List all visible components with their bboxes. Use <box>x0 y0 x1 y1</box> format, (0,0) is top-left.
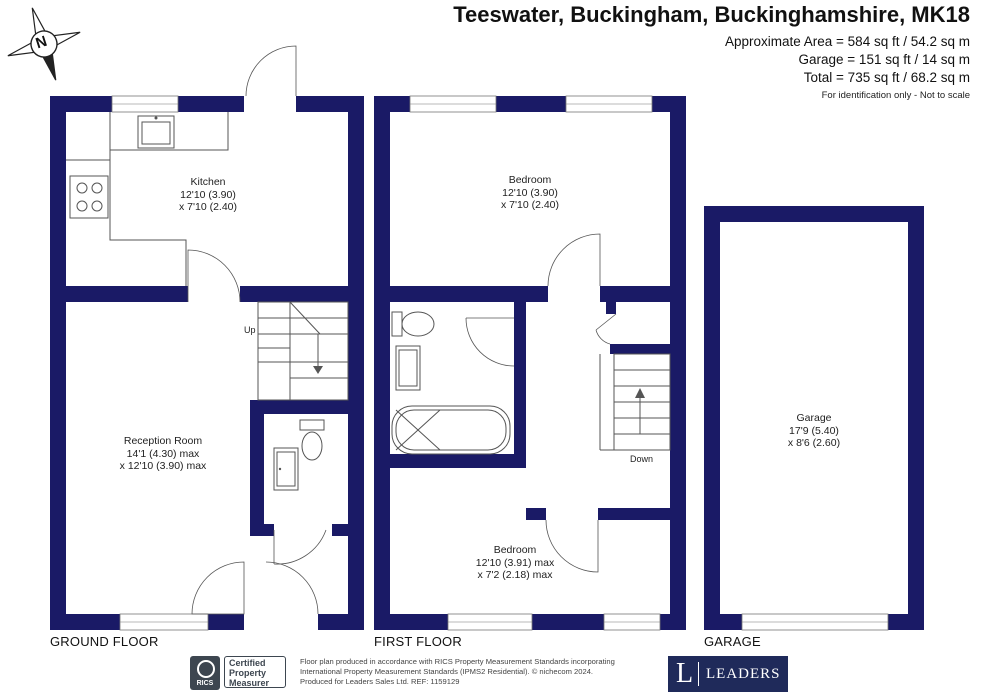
ground-south-wall-east <box>318 614 364 630</box>
kitchen-label: Kitchen 12'10 (3.90) x 7'10 (2.40) <box>179 176 237 214</box>
first-west-wall <box>374 96 390 630</box>
wc-door <box>273 529 327 565</box>
bathroom-south-wall <box>390 454 526 468</box>
bedroom2-door <box>545 519 599 573</box>
bathroom-east-wall <box>514 302 526 466</box>
garage-south-wall-west <box>704 614 742 630</box>
leaders-wordmark: LEADERS <box>706 666 781 682</box>
stairs-down-label: Down <box>630 454 654 464</box>
scale-note: For identification only - Not to scale <box>821 90 970 101</box>
kitchen-name: Kitchen <box>190 176 226 188</box>
bathroom-toilet-icon <box>401 311 435 337</box>
leaders-mark: L <box>676 658 694 689</box>
bedroom1-dim2: x 7'10 (2.40) <box>500 199 560 211</box>
first-east-wall <box>670 96 686 630</box>
kitchen-hob-icon <box>69 175 109 219</box>
kitchen-counter-top <box>109 112 229 160</box>
bedroom2-wall-west <box>526 508 546 520</box>
wc-west-wall <box>250 400 264 530</box>
kitchen-sink-icon <box>137 115 175 149</box>
rics-logo-text: RICS <box>196 680 214 687</box>
footer-disclaimer: Floor plan produced in accordance with R… <box>300 657 680 687</box>
page-title: Teeswater, Buckingham, Buckinghamshire, … <box>453 2 970 27</box>
total-area: Total = 735 sq ft / 68.2 sq m <box>803 70 970 85</box>
badge-line-2: Property <box>229 668 267 678</box>
bedroom2-name: Bedroom <box>493 544 537 556</box>
ground-floor-label: GROUND FLOOR <box>50 634 159 649</box>
first-stairs <box>599 353 671 451</box>
cupboard-door <box>595 313 617 345</box>
footer-line-3: Produced for Leaders Sales Ltd. REF: 115… <box>300 677 460 686</box>
reception-label: Reception Room 14'1 (4.30) max x 12'10 (… <box>120 435 207 473</box>
garage-name: Garage <box>796 412 832 424</box>
reception-name: Reception Room <box>123 435 203 447</box>
badge-line-3: Measurer <box>229 678 270 688</box>
kitchen-dim2: x 7'10 (2.40) <box>178 201 238 213</box>
ground-west-wall <box>50 96 66 630</box>
kitchen-dim1: 12'10 (3.90) <box>180 188 236 201</box>
bathroom-bath-icon <box>391 405 511 455</box>
bathroom-basin-icon <box>395 345 421 391</box>
porch-door <box>265 561 319 615</box>
bedroom1-name: Bedroom <box>508 174 552 186</box>
reception-dim2: x 12'10 (3.90) max <box>119 460 207 472</box>
rics-certification: RICS Certified Property Measurer <box>190 656 290 692</box>
bedroom1-dim1: 12'10 (3.90) <box>502 186 558 199</box>
bedroom2-label: Bedroom 12'10 (3.91) max x 7'2 (2.18) ma… <box>476 544 554 582</box>
garage-area: Garage = 151 sq ft / 14 sq m <box>798 52 970 67</box>
wc-south-wall <box>332 524 348 536</box>
ground-north-wall-east <box>296 96 364 112</box>
bedroom2-dim1: 12'10 (3.91) max <box>475 556 555 569</box>
cupboard-wall <box>610 344 670 354</box>
bathroom-door <box>465 317 515 367</box>
badge-line-1: Certified <box>229 658 266 668</box>
leaders-logo: L LEADERS <box>668 656 788 692</box>
wc-basin-icon <box>273 447 299 491</box>
garage-south-wall-east <box>888 614 924 630</box>
bedroom1-door <box>547 233 601 287</box>
garage-west-wall <box>704 206 720 630</box>
ground-floor-plan <box>50 45 364 631</box>
kitchen-back-door <box>245 45 297 97</box>
first-floor-label: FIRST FLOOR <box>374 634 462 649</box>
bedroom1-label: Bedroom 12'10 (3.90) x 7'10 (2.40) <box>501 174 559 212</box>
approximate-area: Approximate Area = 584 sq ft / 54.2 sq m <box>724 34 970 49</box>
garage-east-wall <box>908 206 924 630</box>
kitchen-counter-line <box>66 159 187 286</box>
stairs-up-label: Up <box>244 325 256 335</box>
garage-north-wall <box>704 206 924 222</box>
compass-north-icon <box>7 7 81 81</box>
front-door <box>191 561 245 615</box>
ground-east-wall <box>348 96 364 630</box>
garage-label: Garage 17'9 (5.40) x 8'6 (2.60) <box>788 412 840 450</box>
bedroom1-partition-west <box>390 286 548 302</box>
rics-logo: RICS <box>190 656 220 690</box>
footer-line-1: Floor plan produced in accordance with R… <box>300 657 615 666</box>
bedroom2-dim2: x 7'2 (2.18) max <box>477 569 553 581</box>
wc-north-wall <box>250 400 348 414</box>
garage-plan <box>704 206 924 631</box>
certified-measurer-badge: Certified Property Measurer <box>224 656 286 688</box>
wc-door-jamb <box>250 524 274 536</box>
ground-stairs <box>257 301 349 401</box>
footer-line-2: International Property Measurement Stand… <box>300 667 594 676</box>
kitchen-door <box>187 249 241 303</box>
reception-dim1: 14'1 (4.30) max <box>126 447 200 460</box>
cupboard-jamb <box>606 302 616 314</box>
garage-dim1: 17'9 (5.40) <box>789 424 839 437</box>
garage-dim2: x 8'6 (2.60) <box>787 437 841 449</box>
wc-toilet-icon <box>301 431 323 461</box>
bedroom2-wall-east <box>598 508 670 520</box>
bedroom1-partition-east <box>600 286 670 302</box>
garage-floor-label: GARAGE <box>704 634 761 649</box>
kitchen-partition-east <box>240 286 348 302</box>
first-floor-plan <box>374 95 686 631</box>
kitchen-partition-west <box>66 286 188 302</box>
